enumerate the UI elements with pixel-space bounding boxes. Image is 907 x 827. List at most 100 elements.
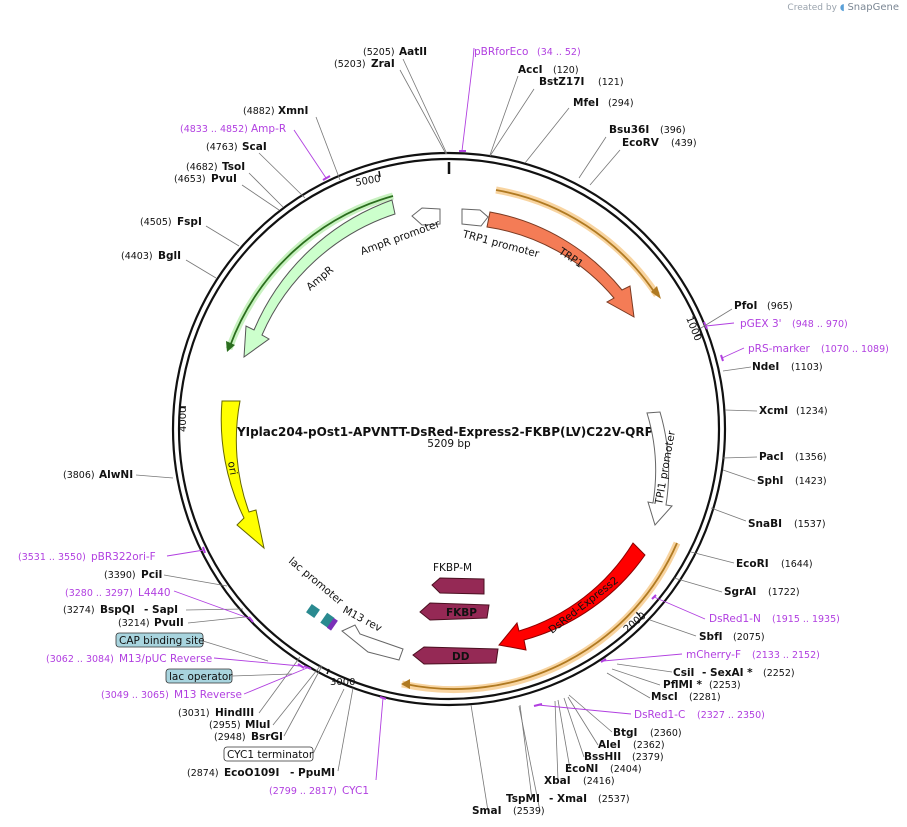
cap-binding-site-label: CAP binding site: [119, 635, 205, 647]
primer-name-pgex: pGEX 3': [740, 318, 782, 330]
enzyme-name-tsoi: TsoI: [222, 161, 245, 173]
enzyme-name-ecorv: EcoRV: [622, 137, 660, 149]
enzyme-name-pcii: PciI: [141, 569, 162, 581]
enzyme-pos-alei: (2362): [633, 740, 665, 751]
enzyme-name-xmai-text: XmaI: [557, 793, 587, 805]
primer-mark-m13r: [303, 665, 312, 670]
enzyme-name-hindiii: HindIII: [215, 707, 254, 719]
enzyme-pos-hindiii: (3031): [178, 708, 210, 719]
watermark-brand: SnapGene: [847, 2, 899, 13]
enzyme-pos-xmni: (4882): [243, 106, 275, 117]
enzyme-pos-btgi: (2360): [650, 728, 682, 739]
enzyme-pos-bsu36i: (396): [660, 125, 686, 136]
primer-pos-mcherry: (2133 .. 2152): [752, 650, 820, 661]
backbone-outer: [171, 151, 727, 707]
enzyme-name-alwni: AlwNI: [99, 469, 133, 481]
enzyme-pos-tsoi: (4682): [186, 162, 218, 173]
dsred-express2-arrow: [498, 542, 646, 651]
enzyme-pos-acci: (120): [553, 65, 579, 76]
enzyme-pos-bspqi: (3274): [63, 605, 95, 616]
primer-name-mcherry: mCherry-F: [686, 649, 741, 661]
ampr-promoter-arrow: [411, 207, 441, 226]
enzyme-name-alei: AleI: [598, 739, 621, 751]
tick-label-3000: 3000: [330, 677, 355, 688]
amp-highlight-arrowhead: [226, 341, 235, 352]
enzyme-pos-zrai: (5203): [334, 59, 366, 70]
primer-leaders: [166, 47, 745, 781]
enzyme-name-ecori: EcoRI: [736, 558, 769, 570]
backbone-inner: [177, 157, 721, 701]
enzyme-pos-paci: (1356): [795, 452, 827, 463]
primer-mark-l4440: [248, 616, 254, 623]
lac-operator-leader: [231, 673, 293, 677]
primer-mark-ampr: [322, 175, 331, 181]
enzyme-name-fspi: FspI: [177, 216, 202, 228]
tick-label-4000: 4000: [178, 407, 189, 432]
enzyme-pos-pfoi: (965): [767, 301, 793, 312]
enzyme-name-sgrai: SgrAI: [724, 586, 756, 598]
ori-label: ori: [225, 460, 239, 476]
enzyme-pos-bsrgi: (2948): [214, 732, 246, 743]
watermark-prefix: Created by: [787, 3, 837, 13]
primer-name-l4440: L4440: [138, 587, 171, 599]
enzyme-pos-ndei: (1103): [791, 362, 823, 373]
tpi1-promoter-arrow: [646, 411, 673, 526]
enzyme-name-csii: CsiI: [673, 667, 694, 679]
cap-binding-site-box: [115, 632, 204, 648]
enzyme-name-ppumi-text: PpuMI: [298, 767, 335, 779]
primer-name-m13r: M13 Reverse: [174, 689, 242, 701]
primer-pos-pbrforeco: (34 .. 52): [537, 47, 581, 58]
enzyme-pos-xmai: (2537): [598, 794, 630, 805]
dd-arrow: [412, 646, 499, 665]
lac-feature-block-3: [326, 617, 338, 631]
enzyme-leaders: [135, 58, 758, 812]
enzyme-name-paci: PacI: [759, 451, 784, 463]
primer-pos-m13r: (3049 .. 3065): [101, 690, 169, 701]
enzyme-name-ppumi: - PpuMI: [290, 767, 335, 779]
lac-feature-block-1: [306, 604, 320, 618]
fkbp-m-arrow: [431, 577, 485, 595]
primer-pos-cyc1: (2799 .. 2817): [269, 786, 337, 797]
enzyme-pos-alwni: (3806): [63, 470, 95, 481]
primer-name-m13puc: M13/pUC Reverse: [119, 653, 212, 665]
enzyme-name-econi: EcoNI: [565, 763, 598, 775]
trp1-arrow: [486, 211, 635, 318]
enzyme-pos-aatii: (5205): [363, 47, 395, 58]
enzyme-name-sexai: - SexAI *: [702, 667, 753, 679]
enzyme-pos-ecorv: (439): [671, 138, 697, 149]
enzyme-name-mlui: MluI: [245, 719, 270, 731]
tick-mark-5000: [378, 170, 381, 178]
lac-feature-block-2: [320, 612, 335, 628]
enzyme-name-sexai-text: SexAI *: [710, 667, 753, 679]
enzyme-name-sapi-text: SapI: [152, 604, 178, 616]
dsred-highlight-line: [404, 542, 678, 690]
cyc1-terminator-leader: [312, 688, 345, 755]
amp-highlight-line: [229, 195, 394, 347]
enzyme-name-pflmi: PflMI *: [663, 679, 702, 691]
primer-pos-dsred1n: (1915 .. 1935): [772, 614, 840, 625]
enzyme-pos-snabi: (1537): [794, 519, 826, 530]
primer-pos-ampr: (4833 .. 4852): [180, 124, 248, 135]
ori-arrow: [220, 400, 265, 550]
enzyme-pos-msci: (2281): [689, 692, 721, 703]
lac-promoter-label: lac promoter: [286, 555, 346, 608]
enzyme-pos-pflmi: (2253): [709, 680, 741, 691]
enzyme-name-ecoo109i: EcoO109I: [224, 767, 279, 779]
enzyme-pos-pvuii: (3214): [118, 618, 150, 629]
enzyme-pos-sgrai: (1722): [768, 587, 800, 598]
enzyme-pos-fspi: (4505): [140, 217, 172, 228]
primer-mark-mcherry: [600, 658, 607, 663]
enzyme-pos-scai: (4763): [206, 142, 238, 153]
enzyme-name-pvuii: PvuII: [154, 617, 184, 629]
enzyme-name-ndei: NdeI: [752, 361, 779, 373]
enzyme-pos-mlui: (2955): [209, 720, 241, 731]
enzyme-name-bsu36i: Bsu36I: [609, 124, 649, 136]
primer-mark-m13puc: [297, 663, 305, 669]
enzyme-pos-sbfi: (2075): [733, 632, 765, 643]
enzyme-name-msci: MscI: [651, 691, 678, 703]
trp1-highlight-line: [495, 189, 656, 294]
m13-rev-arrow: [341, 624, 404, 661]
enzyme-name-bsshii: BssHII: [584, 751, 621, 763]
enzyme-pos-sexai: (2252): [763, 668, 795, 679]
